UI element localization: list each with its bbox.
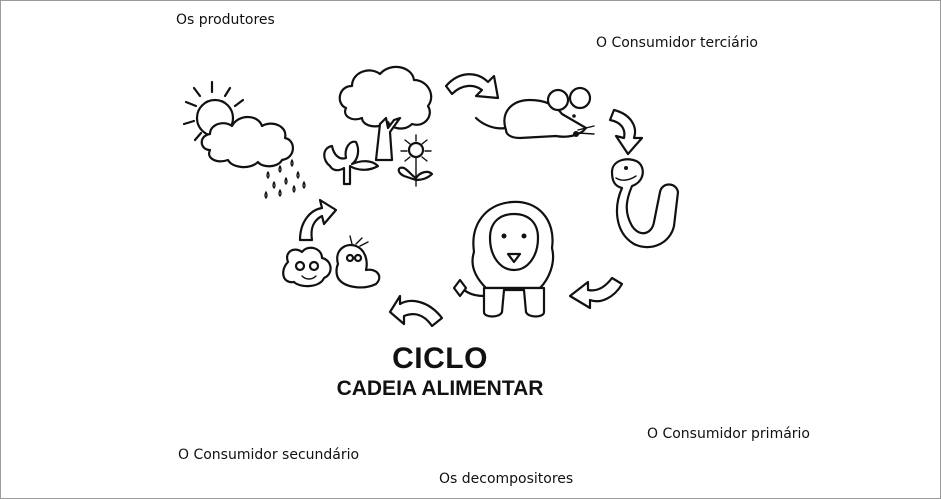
cycle-arrow-icon [568,276,624,310]
label-tertiary-consumer: O Consumidor terciário [596,35,758,51]
label-decomposers: Os decompositores [439,471,574,487]
cycle-arrow-icon [298,198,338,242]
label-secondary-consumer: O Consumidor secundário [178,447,360,463]
cycle-arrow-icon [444,73,500,100]
snake-icon [610,158,680,249]
decomposers-icon [282,235,381,289]
mouse-icon [474,86,595,140]
sun-cloud-rain-icon [182,80,306,199]
lion-icon [452,200,555,318]
label-primary-consumer: O Consumidor primário [647,426,810,442]
diagram-title: CICLO [392,342,488,375]
cycle-arrow-icon [388,294,444,328]
cycle-arrow-icon [608,108,644,156]
tree-plants-icon [323,65,434,187]
diagram-subtitle: CADEIA ALIMENTAR [336,377,544,400]
label-producers: Os produtores [176,12,275,28]
